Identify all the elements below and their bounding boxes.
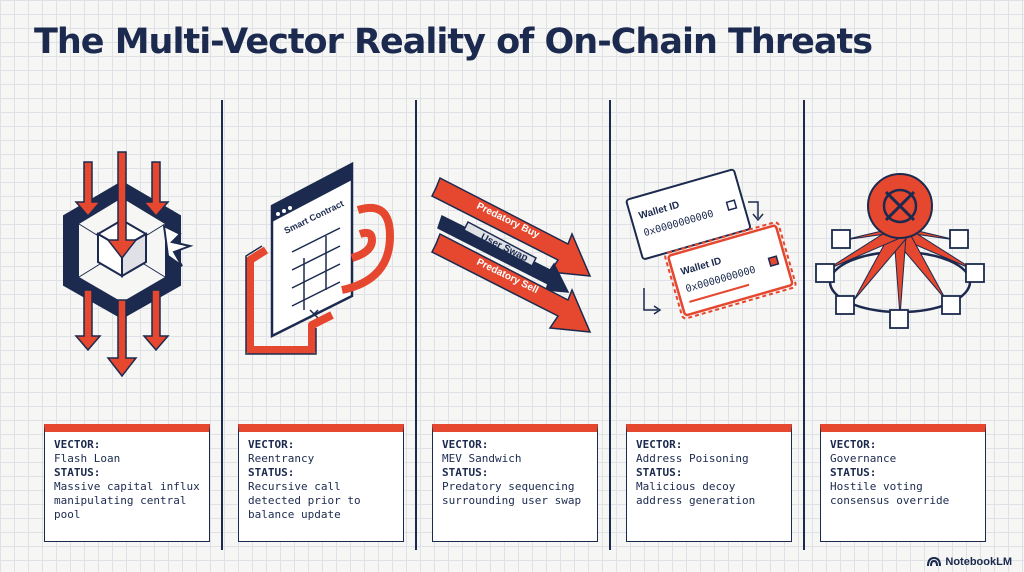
- vector-value: Governance: [830, 452, 897, 465]
- vector-label: VECTOR:: [54, 438, 101, 451]
- vector-value: Reentrancy: [248, 452, 315, 465]
- vector-card-reentrancy: VECTOR: Reentrancy STATUS: Recursive cal…: [238, 424, 404, 542]
- sandwich-arrows-icon: Predatory Buy User Swap Predatory Sell: [430, 176, 592, 333]
- panel-divider: [221, 100, 223, 550]
- status-label: STATUS:: [636, 466, 683, 479]
- notebooklm-logo-icon: [927, 557, 942, 567]
- vector-label: VECTOR:: [636, 438, 683, 451]
- vector-card-flash-loan: VECTOR: Flash Loan STATUS: Massive capit…: [44, 424, 210, 542]
- vector-card-address-poisoning: VECTOR: Address Poisoning STATUS: Malici…: [626, 424, 792, 542]
- vector-card-mev-sandwich: VECTOR: MEV Sandwich STATUS: Predatory s…: [432, 424, 598, 542]
- page-title: The Multi-Vector Reality of On-Chain Thr…: [34, 22, 873, 62]
- status-value: Recursive call detected prior to balance…: [248, 480, 361, 521]
- smart-contract-loop-icon: Smart Contract: [245, 161, 394, 355]
- vector-label: VECTOR:: [830, 438, 877, 451]
- panel-divider: [609, 100, 611, 550]
- status-value: Massive capital influx manipulating cent…: [54, 480, 200, 521]
- wallet-cards-icon: Wallet ID 0x0000000000 Wallet ID 0x00000…: [625, 168, 797, 320]
- vector-card-governance: VECTOR: Governance STATUS: Hostile votin…: [820, 424, 986, 542]
- brand-text: NotebookLM: [945, 556, 1012, 568]
- hexagon-cube-arrows-icon: [63, 151, 194, 378]
- panel-divider: [803, 100, 805, 550]
- status-label: STATUS:: [442, 466, 489, 479]
- hostile-node-network-icon: [815, 173, 985, 329]
- status-label: STATUS:: [54, 466, 101, 479]
- vector-value: Flash Loan: [54, 452, 121, 465]
- status-label: STATUS:: [248, 466, 295, 479]
- vector-label: VECTOR:: [248, 438, 295, 451]
- status-value: Malicious decoy address generation: [636, 480, 756, 507]
- vector-value: MEV Sandwich: [442, 452, 522, 465]
- status-label: STATUS:: [830, 466, 877, 479]
- status-value: Predatory sequencing surrounding user sw…: [442, 480, 582, 507]
- vector-value: Address Poisoning: [636, 452, 749, 465]
- vector-label: VECTOR:: [442, 438, 489, 451]
- notebooklm-watermark: NotebookLM: [927, 556, 1012, 568]
- panel-divider: [415, 100, 417, 550]
- status-value: Hostile voting consensus override: [830, 480, 950, 507]
